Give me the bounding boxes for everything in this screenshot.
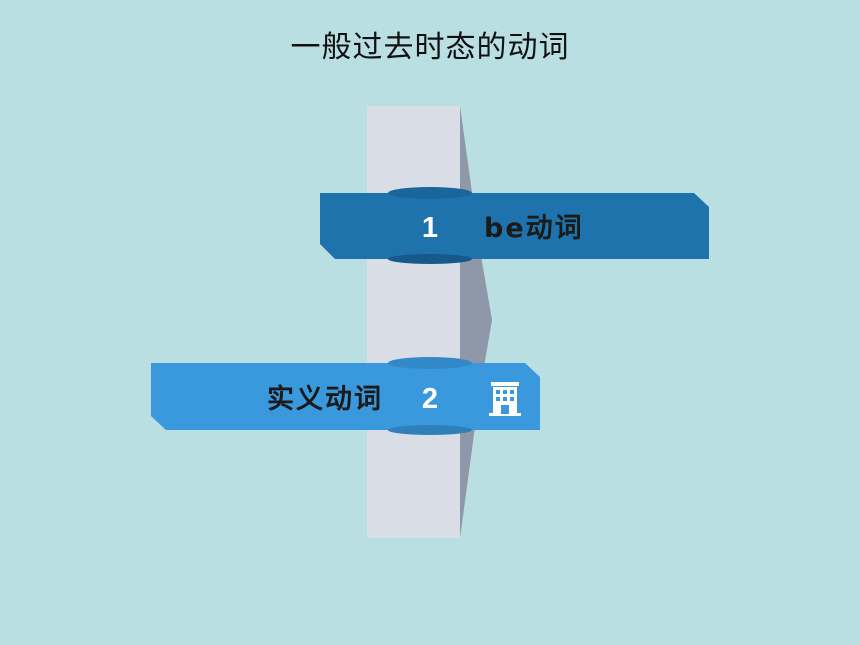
item-2-number: 2	[421, 383, 439, 415]
building-icon	[489, 382, 521, 416]
pillar-side	[460, 106, 492, 538]
banner-1	[320, 193, 709, 259]
banner-1-wrap-top	[388, 187, 472, 199]
banner-2	[151, 363, 540, 430]
banner-1-wrap-bottom	[388, 254, 472, 264]
banner-2-wrap-bottom	[388, 425, 472, 435]
item-1-label: be动词	[484, 213, 584, 244]
item-2-label: 实义动词	[267, 384, 383, 415]
banner-2-wrap-top	[388, 357, 472, 369]
item-1-number: 1	[421, 212, 439, 244]
page-title: 一般过去时态的动词	[290, 30, 570, 65]
pillar-front	[367, 106, 460, 538]
